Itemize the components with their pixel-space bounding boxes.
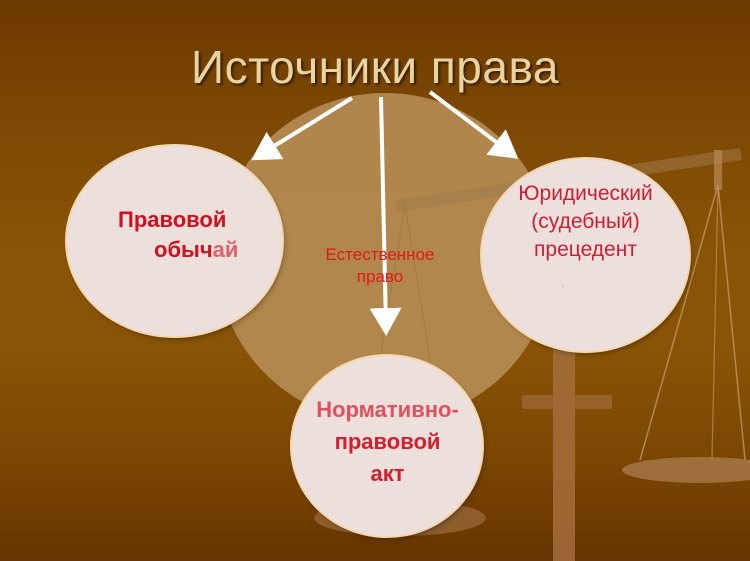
node-normative-act-label: Нормативно- правовой акт xyxy=(316,397,459,486)
node-legal-custom-label: Правовой обычай xyxy=(118,207,239,262)
slide-title: Источники права xyxy=(191,41,559,93)
node-judicial-precedent-label: Юридический (судебный) прецедент xyxy=(518,182,653,261)
node-natural-law-label: Естественное право xyxy=(325,245,435,286)
node-legal-custom xyxy=(67,146,282,336)
node-judicial-precedent xyxy=(482,159,689,351)
stray-dot xyxy=(562,285,564,287)
node-normative-act xyxy=(292,356,482,536)
